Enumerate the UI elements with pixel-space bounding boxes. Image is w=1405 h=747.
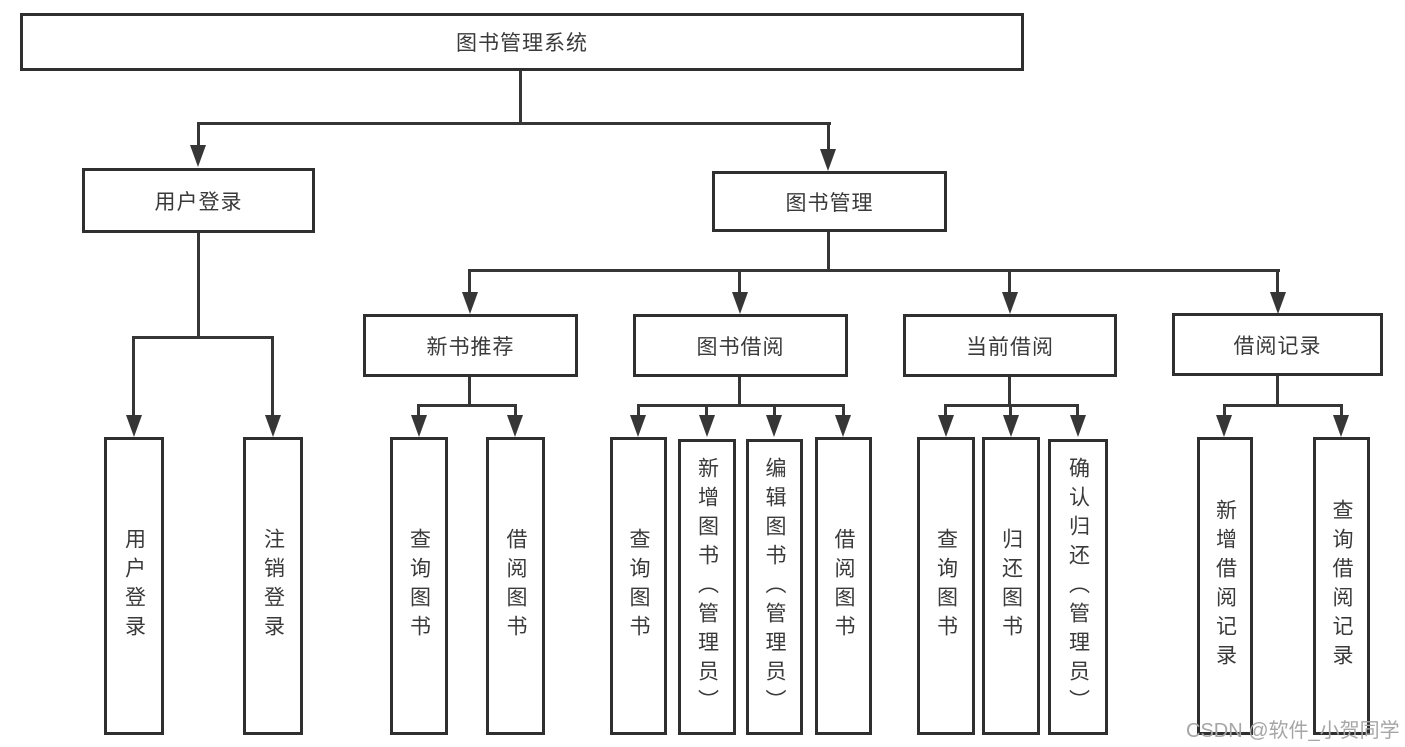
connector-line bbox=[827, 122, 830, 151]
arrowhead bbox=[732, 292, 748, 314]
leaf-query-books-recommend: 查询图书 bbox=[390, 437, 448, 735]
arrowhead bbox=[1002, 292, 1018, 314]
csdn-watermark: CSDN @软件_小贺同学 bbox=[1186, 720, 1400, 742]
leaf-label: 新增图书（管理员） bbox=[695, 456, 719, 718]
arrowhead bbox=[938, 415, 954, 437]
leaf-label: 查询图书 bbox=[407, 528, 431, 644]
leaf-label: 注销登录 bbox=[261, 528, 285, 644]
node-new-book-recommendation: 新书推荐 bbox=[363, 314, 578, 377]
leaf-label: 编辑图书（管理员） bbox=[763, 456, 787, 718]
leaf-label: 用户登录 bbox=[122, 528, 146, 644]
leaf-query-books-current: 查询图书 bbox=[917, 437, 975, 735]
arrowhead bbox=[507, 415, 523, 437]
node-borrowing-records: 借阅记录 bbox=[1172, 313, 1383, 376]
connector-line bbox=[1008, 269, 1011, 293]
node-label: 当前借阅 bbox=[966, 335, 1054, 359]
connector-line bbox=[468, 377, 471, 406]
connector-line bbox=[417, 404, 420, 416]
node-label: 用户登录 bbox=[154, 190, 243, 214]
connector-line bbox=[1009, 404, 1012, 416]
leaf-return-books: 归还图书 bbox=[982, 437, 1040, 735]
leaf-label: 归还图书 bbox=[999, 528, 1023, 644]
leaf-edit-books-admin: 编辑图书（管理员） bbox=[746, 439, 803, 735]
node-label: 图书管理 bbox=[785, 191, 874, 215]
node-library-system: 图书管理系统 bbox=[20, 13, 1024, 71]
connector-line bbox=[519, 70, 522, 124]
connector-line bbox=[944, 404, 947, 416]
connector-line bbox=[468, 269, 471, 293]
leaf-add-borrow-record: 新增借阅记录 bbox=[1197, 437, 1253, 735]
arrowhead bbox=[190, 145, 206, 167]
leaf-user-login: 用户登录 bbox=[104, 437, 164, 735]
arrowhead bbox=[835, 415, 851, 437]
leaf-borrow-books-borrowing: 借阅图书 bbox=[815, 437, 872, 735]
arrowhead bbox=[630, 415, 646, 437]
node-user-login-branch: 用户登录 bbox=[82, 168, 315, 233]
connector-line bbox=[773, 404, 776, 416]
arrowhead bbox=[1003, 415, 1019, 437]
arrowhead bbox=[462, 292, 478, 314]
connector-line bbox=[132, 336, 135, 416]
connector-line bbox=[514, 404, 517, 416]
node-label: 图书管理系统 bbox=[456, 32, 588, 55]
connector-line bbox=[1340, 404, 1343, 416]
node-current-borrowing: 当前借阅 bbox=[903, 314, 1117, 377]
node-label: 图书借阅 bbox=[696, 335, 785, 359]
leaf-borrow-books-recommend: 借阅图书 bbox=[486, 437, 545, 735]
arrowhead bbox=[1333, 415, 1349, 437]
connector-line bbox=[637, 404, 640, 416]
connector-line bbox=[197, 233, 200, 338]
connector-line bbox=[1223, 404, 1226, 416]
connector-line bbox=[1076, 404, 1079, 416]
connector-line bbox=[197, 122, 200, 148]
connector-line bbox=[738, 377, 741, 406]
arrowhead bbox=[820, 149, 836, 171]
arrowhead bbox=[1070, 415, 1086, 437]
connector-line bbox=[197, 122, 831, 125]
leaf-confirm-return-admin: 确认归还（管理员） bbox=[1048, 439, 1108, 735]
node-book-borrowing: 图书借阅 bbox=[633, 314, 848, 377]
connector-line bbox=[418, 404, 517, 407]
leaf-label: 查询图书 bbox=[627, 528, 651, 644]
leaf-label: 查询图书 bbox=[934, 528, 958, 644]
connector-line bbox=[1276, 376, 1279, 406]
leaf-label: 查询借阅记录 bbox=[1330, 499, 1354, 673]
connector-line bbox=[132, 336, 274, 339]
leaf-add-books-admin: 新增图书（管理员） bbox=[678, 439, 736, 735]
connector-line bbox=[468, 269, 1280, 272]
arrowhead bbox=[766, 415, 782, 437]
leaf-logout-login: 注销登录 bbox=[243, 437, 303, 735]
leaf-label: 借阅图书 bbox=[832, 528, 856, 644]
leaf-label: 确认归还（管理员） bbox=[1066, 456, 1090, 718]
connector-line bbox=[842, 404, 845, 416]
arrowhead bbox=[699, 415, 715, 437]
leaf-query-borrow-record: 查询借阅记录 bbox=[1313, 437, 1370, 735]
connector-line bbox=[705, 404, 708, 416]
node-label: 新书推荐 bbox=[426, 335, 515, 359]
connector-line bbox=[1223, 404, 1343, 407]
arrowhead bbox=[126, 415, 142, 437]
connector-line bbox=[271, 336, 274, 416]
arrowhead bbox=[265, 415, 281, 437]
leaf-label: 借阅图书 bbox=[504, 528, 528, 644]
connector-line bbox=[637, 404, 845, 407]
leaf-query-books-borrowing: 查询图书 bbox=[610, 437, 667, 735]
connector-line bbox=[827, 232, 830, 272]
arrowhead bbox=[1216, 415, 1232, 437]
connector-line bbox=[1276, 269, 1279, 293]
arrowhead bbox=[411, 415, 427, 437]
leaf-label: 新增借阅记录 bbox=[1213, 499, 1237, 673]
arrowhead bbox=[1270, 292, 1286, 314]
connector-line bbox=[1008, 377, 1011, 406]
node-book-management: 图书管理 bbox=[712, 171, 947, 232]
node-label: 借阅记录 bbox=[1233, 334, 1322, 358]
connector-line bbox=[738, 269, 741, 293]
